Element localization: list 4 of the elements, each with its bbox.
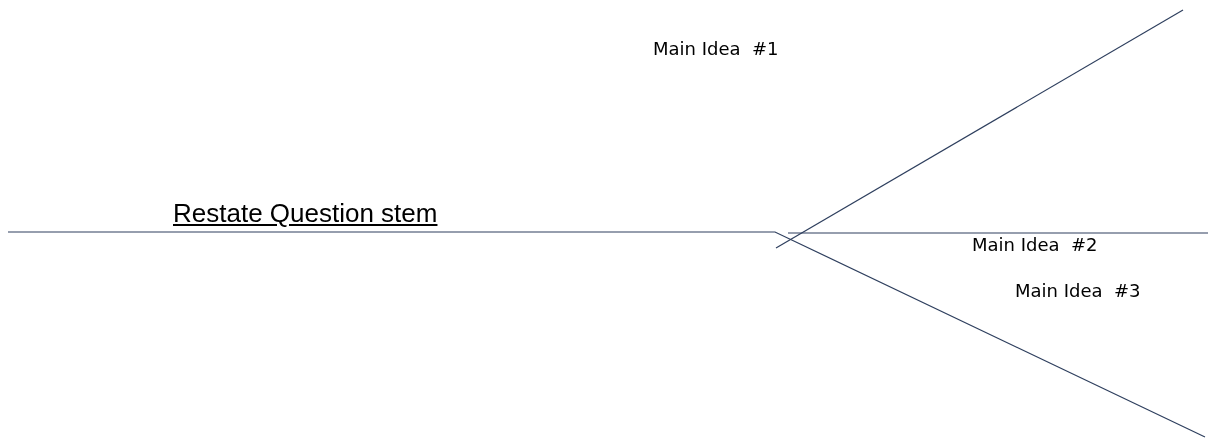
heading-text: Restate Question stem [173,198,438,230]
branch-label: Main Idea #3 [1015,280,1141,302]
branch-label: Main Idea #2 [972,234,1098,256]
branch-label: Main Idea #1 [653,38,779,60]
